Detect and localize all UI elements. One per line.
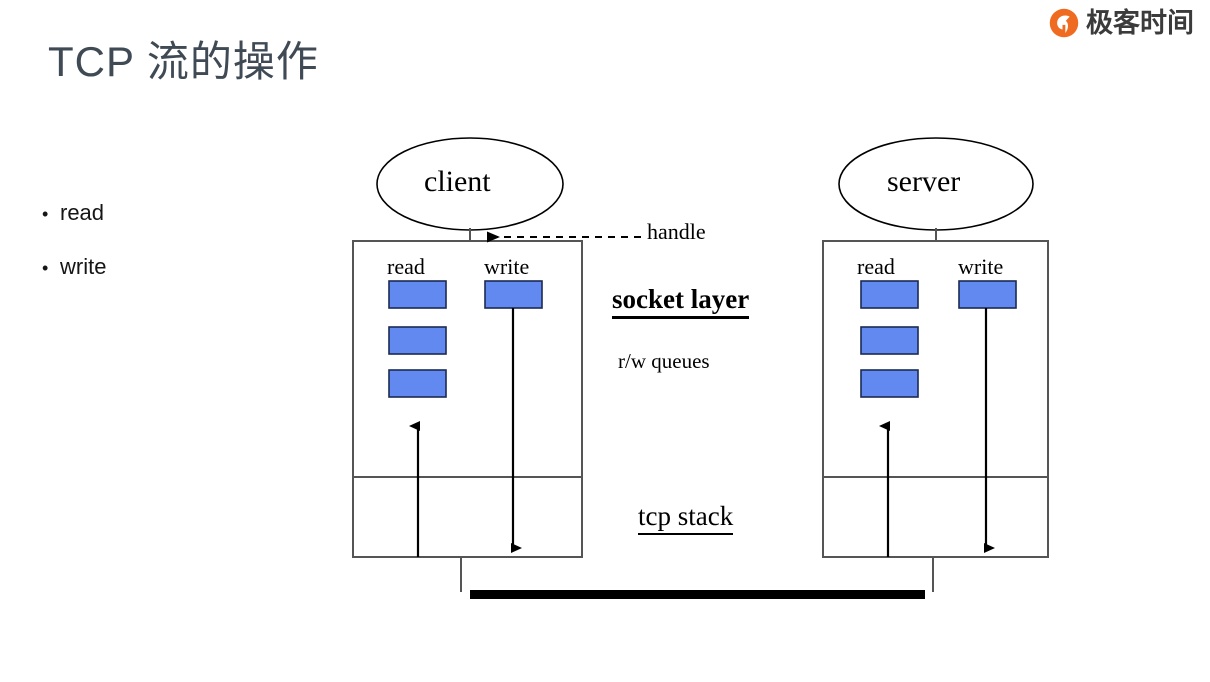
client-read-label: read: [387, 254, 425, 279]
socket-layer-label: socket layer: [612, 284, 750, 319]
handle-annotation-label: handle: [647, 219, 706, 244]
geektime-circle-logo-icon: [1049, 8, 1079, 38]
client-read-queue-slot: [388, 280, 447, 309]
bullet-marker-icon: •: [42, 204, 49, 224]
client-read-queue-slot: [388, 326, 447, 355]
server-read-queue-slot: [860, 280, 919, 309]
client-stack-box: [352, 240, 583, 558]
server-read-queue-slot: [860, 326, 919, 355]
network-bus-bar: [470, 590, 925, 599]
server-read-label: read: [857, 254, 895, 279]
page-title: TCP 流的操作: [48, 38, 319, 85]
list-item: • read: [42, 200, 272, 226]
tcp-stack-label: tcp stack: [638, 501, 734, 535]
bullet-label-read: read: [60, 200, 105, 225]
rw-queues-label: r/w queues: [618, 349, 710, 373]
server-write-label: write: [958, 254, 1004, 279]
server-node-label: server: [887, 165, 961, 198]
brand-name: 极客时间: [1086, 7, 1194, 39]
client-read-queue-slot: [388, 369, 447, 398]
client-write-label: write: [484, 254, 530, 279]
bullet-marker-icon: •: [42, 258, 49, 278]
brand-logo: 极客时间: [1049, 8, 1194, 38]
client-write-queue-slot: [484, 280, 543, 309]
server-read-queue-slot: [860, 369, 919, 398]
server-write-queue-slot: [958, 280, 1017, 309]
list-item: • write: [42, 254, 272, 280]
server-stack-box: [822, 240, 1049, 558]
bullet-list: • read • write: [42, 200, 272, 308]
bullet-label-write: write: [60, 254, 107, 279]
client-node-label: client: [424, 165, 491, 198]
